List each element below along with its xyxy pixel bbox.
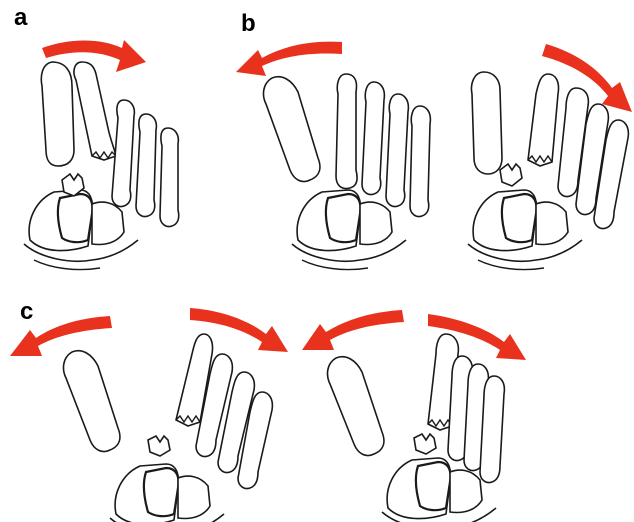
panel-a-fifth-metatarsal: [160, 128, 179, 227]
panel-a-first-metatarsal: [41, 62, 74, 166]
panel-a-drawing: [24, 40, 179, 270]
panel-label-b: b: [241, 12, 256, 36]
panel-b-right-second-metatarsal: [528, 74, 559, 166]
panel-b-left-arrow: [236, 42, 342, 76]
panel-b-right-tarsals: [468, 190, 582, 270]
panel-b-left-third-metatarsal: [362, 82, 384, 195]
panel-c-right-arrow-left: [302, 310, 404, 350]
panel-b-right-drawing: [468, 44, 632, 270]
panel-c-right-fifth-metatarsal: [480, 376, 504, 483]
panel-c-left-first-metatarsal: [64, 351, 120, 452]
panel-b-left-second-metatarsal: [336, 74, 357, 189]
panel-b-left-drawing: [236, 42, 430, 270]
panel-c-right-first-metatarsal: [328, 357, 384, 456]
panel-c-right-drawing: [302, 310, 526, 522]
panel-b-right-first-metatarsal: [472, 72, 503, 174]
panel-a-fourth-metatarsal: [136, 114, 156, 217]
panel-b-left-fifth-metatarsal: [410, 106, 430, 217]
panel-label-a: a: [14, 6, 27, 30]
panel-a-third-metatarsal: [112, 100, 134, 207]
panel-c-left-drawing: [10, 308, 288, 522]
panel-b-left-fourth-metatarsal: [386, 94, 408, 207]
panel-c-left-tarsals: [110, 464, 224, 522]
panel-a-second-metatarsal: [74, 62, 116, 160]
panel-label-c: c: [20, 300, 33, 324]
panel-b-left-first-metatarsal: [264, 77, 320, 182]
